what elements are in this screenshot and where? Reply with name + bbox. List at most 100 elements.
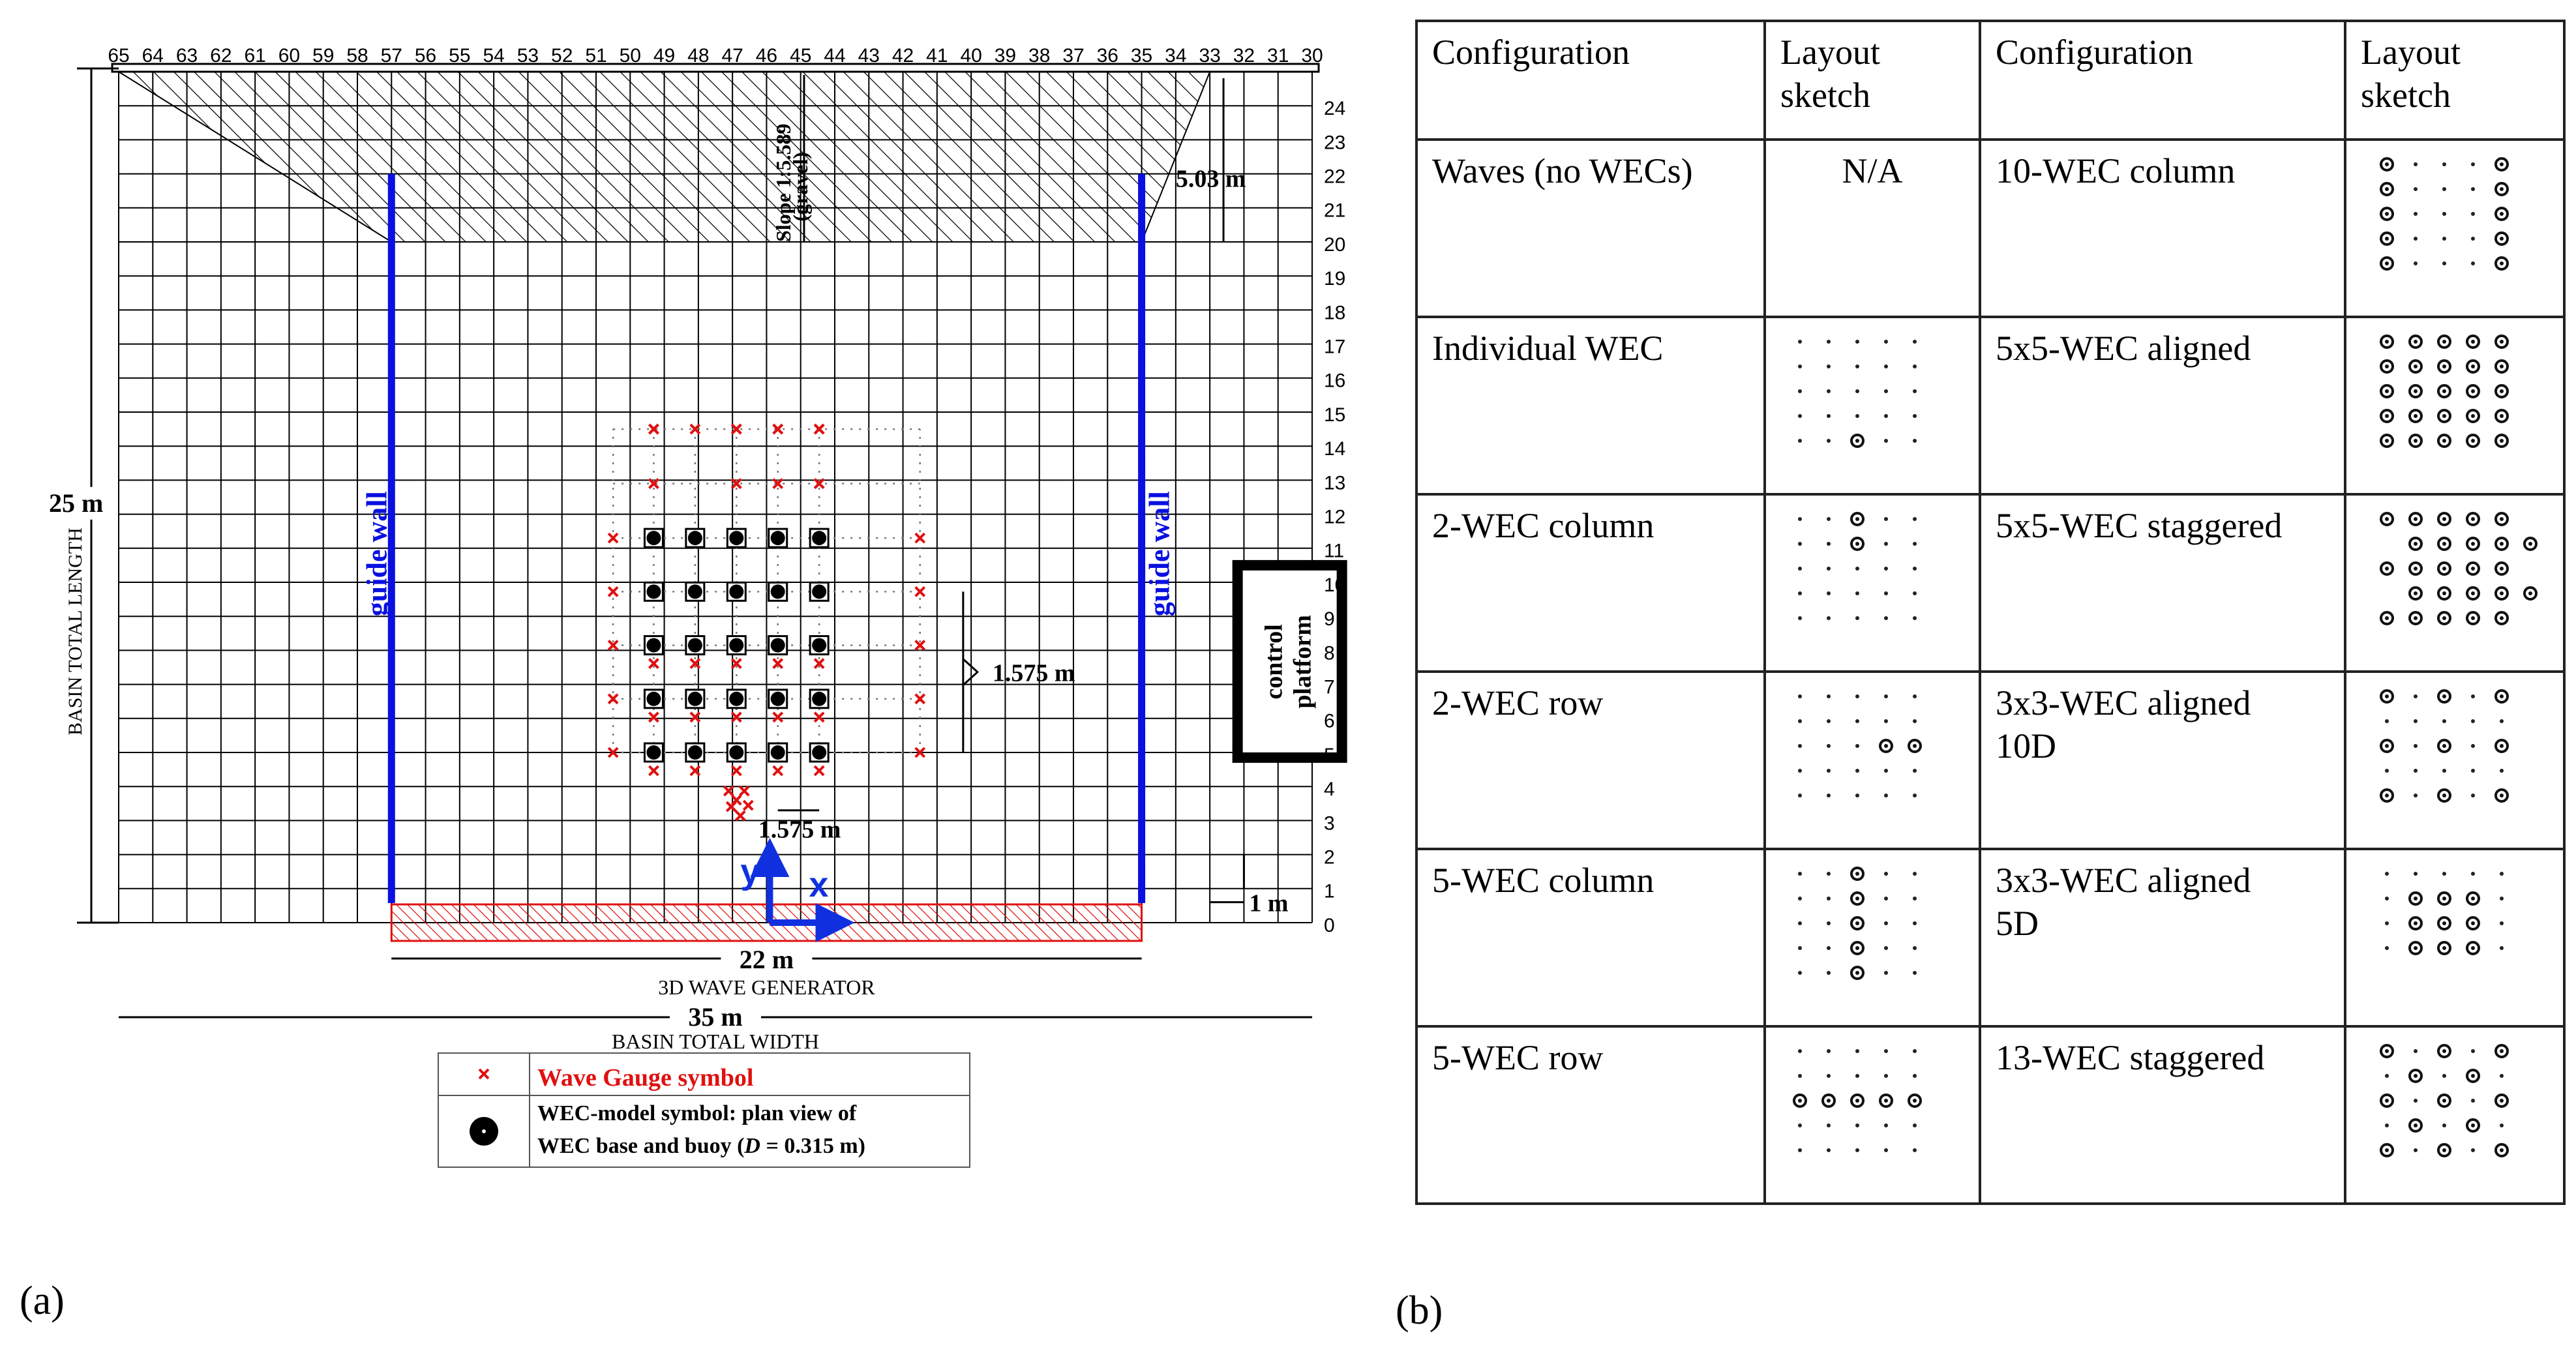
sketch-grid-dot bbox=[1855, 1123, 1859, 1127]
config-name: 5-WEC column bbox=[1415, 848, 1766, 1028]
top-axis-label: 64 bbox=[142, 45, 164, 67]
sketch-wec-center bbox=[2471, 439, 2475, 443]
table-row: 2-WEC column 5x5-WEC staggered bbox=[1415, 493, 2566, 673]
layout-sketch-na: N/A bbox=[1763, 138, 1981, 318]
sketch-grid-dot bbox=[2471, 237, 2475, 241]
sketch-wec-center bbox=[2414, 897, 2418, 900]
sketch-grid-dot bbox=[1827, 946, 1831, 950]
sketch-grid-dot bbox=[1884, 872, 1888, 876]
sketch-grid-dot bbox=[2471, 794, 2475, 797]
sketch-wec-center bbox=[2442, 1099, 2446, 1103]
sketch-grid-dot bbox=[1913, 340, 1917, 344]
sketch-grid-dot bbox=[1827, 542, 1831, 546]
wave-gauge-marker bbox=[914, 532, 926, 544]
sketch-wec-center bbox=[2414, 364, 2418, 368]
sketch-wec-marker bbox=[2380, 512, 2394, 526]
guide-wall-left-label: guide wall bbox=[361, 491, 393, 616]
layout-sketch-graphic bbox=[2380, 1044, 2509, 1157]
sketch-grid-dot bbox=[2442, 719, 2446, 723]
sketch-grid-dot bbox=[1855, 389, 1859, 393]
sketch-wec-center bbox=[2442, 340, 2446, 344]
sketch-wec-marker bbox=[2437, 916, 2451, 930]
wec-buoy bbox=[770, 638, 785, 653]
wave-gauge-marker bbox=[607, 586, 619, 597]
sketch-wec-marker bbox=[1850, 916, 1865, 930]
legend-wec-symbol-center bbox=[482, 1129, 486, 1133]
sketch-wec-center bbox=[1855, 946, 1859, 950]
slope-label: Slope 1:5.589 bbox=[771, 124, 795, 242]
top-axis-label: 50 bbox=[620, 45, 641, 67]
sketch-wec-center bbox=[2414, 591, 2418, 595]
top-axis-label: 41 bbox=[926, 45, 948, 67]
sketch-wec-center bbox=[2528, 542, 2532, 546]
wec-buoy bbox=[687, 584, 702, 599]
sketch-wec-marker bbox=[2437, 611, 2451, 625]
sketch-grid-dot bbox=[1827, 719, 1831, 723]
sketch-wec-marker bbox=[2380, 231, 2394, 246]
right-axis-label: 1 bbox=[1324, 881, 1335, 902]
top-axis-label: 55 bbox=[449, 45, 470, 67]
table-row: 2-WEC row 3x3-WEC aligned 10D bbox=[1415, 670, 2566, 850]
sketch-wec-marker bbox=[2466, 611, 2480, 625]
sketch-wec-center bbox=[2471, 414, 2475, 418]
sketch-wec-center bbox=[2385, 389, 2389, 393]
right-axis-label: 22 bbox=[1324, 166, 1345, 188]
wec-buoy bbox=[687, 638, 702, 653]
sketch-grid-dot bbox=[1884, 719, 1888, 723]
sketch-grid-dot bbox=[1855, 694, 1859, 698]
sketch-grid-dot bbox=[1798, 794, 1802, 797]
sketch-grid-dot bbox=[1827, 897, 1831, 900]
right-axis-label: 19 bbox=[1324, 268, 1345, 290]
top-axis-label: 48 bbox=[687, 45, 709, 67]
sketch-wec-marker bbox=[2437, 384, 2451, 398]
right-axis-label: 9 bbox=[1324, 608, 1335, 630]
top-axis-label: 61 bbox=[244, 45, 265, 67]
sketch-grid-dot bbox=[2471, 872, 2475, 876]
sketch-grid-dot bbox=[2442, 237, 2446, 241]
wec-buoy bbox=[770, 584, 785, 599]
wec-buoy bbox=[646, 531, 661, 546]
right-axis-label: 12 bbox=[1324, 507, 1345, 528]
sketch-wec-center bbox=[2414, 389, 2418, 393]
sketch-wec-marker bbox=[1879, 1093, 1893, 1108]
right-axis-label: 14 bbox=[1324, 438, 1345, 460]
sketch-grid-dot bbox=[1827, 921, 1831, 925]
sketch-grid-dot bbox=[1855, 794, 1859, 797]
sketch-wec-center bbox=[1884, 744, 1888, 748]
sketch-grid-dot bbox=[1827, 769, 1831, 773]
gravel-label: (gravel) bbox=[788, 152, 812, 222]
sketch-wec-center bbox=[2442, 591, 2446, 595]
sketch-wec-center bbox=[2442, 439, 2446, 443]
wave-gauge-marker bbox=[813, 423, 825, 435]
layout-sketch bbox=[2344, 138, 2566, 318]
config-name: 10-WEC column bbox=[1979, 138, 2346, 318]
sketch-wec-center bbox=[2385, 162, 2389, 166]
sketch-grid-dot bbox=[1827, 439, 1831, 443]
sketch-grid-dot bbox=[1827, 1049, 1831, 1053]
header-configuration-right: Configuration bbox=[1979, 20, 2346, 141]
sketch-grid-dot bbox=[2442, 872, 2446, 876]
sketch-wec-center bbox=[2414, 517, 2418, 521]
layout-sketch-graphic bbox=[2380, 512, 2538, 625]
sketch-grid-dot bbox=[2500, 769, 2504, 773]
sketch-wec-marker bbox=[2380, 788, 2394, 803]
sketch-grid-dot bbox=[2385, 946, 2389, 950]
sketch-grid-dot bbox=[1913, 719, 1917, 723]
wec-buoy bbox=[687, 691, 702, 706]
sketch-grid-dot bbox=[2471, 261, 2475, 265]
generator-width-label-bg bbox=[721, 942, 813, 975]
sketch-wec-center bbox=[2385, 364, 2389, 368]
config-name: 5x5-WEC staggered bbox=[1979, 493, 2346, 673]
sketch-grid-dot bbox=[1855, 591, 1859, 595]
sketch-wec-marker bbox=[2466, 434, 2480, 448]
sketch-grid-dot bbox=[1913, 1123, 1917, 1127]
sketch-grid-dot bbox=[2442, 261, 2446, 265]
sketch-wec-marker bbox=[2408, 409, 2423, 423]
sketch-grid-dot bbox=[1913, 364, 1917, 368]
sketch-wec-marker bbox=[2494, 586, 2509, 601]
sketch-wec-center bbox=[1855, 542, 1859, 546]
sketch-wec-center bbox=[2385, 187, 2389, 191]
configuration-table-panel: Configuration Layout sketch Configuratio… bbox=[1415, 20, 2566, 1205]
wave-gauge-marker bbox=[813, 765, 825, 777]
sketch-wec-marker bbox=[2380, 739, 2394, 753]
